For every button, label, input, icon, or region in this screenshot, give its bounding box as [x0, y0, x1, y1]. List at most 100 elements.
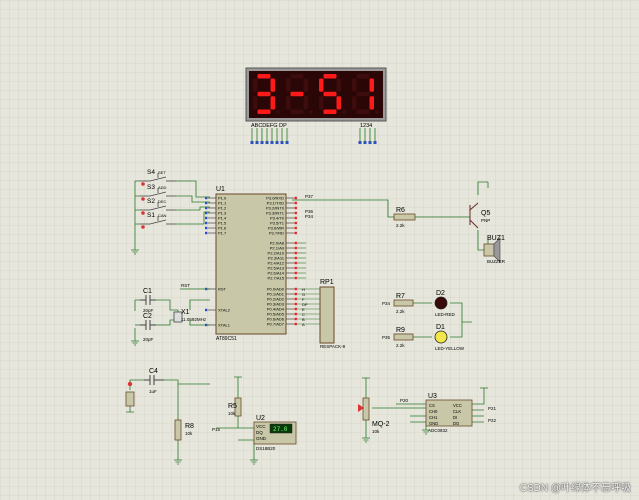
wires — [129, 128, 489, 460]
switch-label: DEC — [158, 199, 167, 204]
u2-reading: 27.0 — [273, 426, 288, 433]
mcu-pin-label: P3.4/T0 — [270, 216, 285, 221]
segment-f — [253, 78, 258, 92]
c1-value: 20pF — [143, 308, 154, 313]
segment-e — [352, 96, 357, 110]
r5-value: 10k — [228, 411, 236, 416]
mcu-pin-dot — [294, 211, 297, 215]
mcu-pin-label: P2.7/A15 — [268, 276, 285, 281]
segment-c — [270, 96, 275, 110]
potentiometer-mq2[interactable]: MQ-2 10k — [358, 397, 390, 434]
segment-d — [257, 109, 271, 114]
adc-u3[interactable]: U3 ADC0832 CS CH0 CH1 GND VCC CLK DI DO — [425, 393, 473, 433]
mcu-pin-dot — [205, 211, 208, 215]
mcu-pin-label: RST — [218, 287, 227, 292]
segment-b — [369, 78, 374, 92]
mcu-pin-label: P0.1/AD1 — [267, 292, 285, 297]
resistor-r8[interactable]: R8 10k — [174, 419, 194, 441]
c1-ref: C1 — [143, 288, 152, 295]
mq-ref: MQ-2 — [372, 421, 390, 428]
led-d2[interactable]: D2 LED-RED — [434, 290, 456, 317]
seven-segment-display[interactable]: ABCDEFG DP 1234 — [245, 67, 387, 144]
segment-dp — [375, 110, 379, 114]
mcu-pin-label: P0.5/AD5 — [267, 312, 285, 317]
resistor-r9[interactable]: P35 R9 2.2k — [382, 327, 414, 348]
mcu-pin-dot — [205, 231, 208, 235]
mcu-pin-label: P3.6/WR — [268, 226, 284, 231]
segment-b — [303, 78, 308, 92]
segment-dp — [342, 110, 346, 114]
digit-labels: 1234 — [360, 123, 372, 129]
reset-switch[interactable] — [125, 381, 135, 407]
segment-e — [286, 96, 291, 110]
mcu-pin-dot — [294, 201, 297, 205]
capacitor-c4[interactable]: C4 1uF — [144, 368, 164, 394]
mcu-pin-dot — [294, 302, 297, 306]
r7-ref: R7 — [396, 293, 405, 300]
c4-ref: C4 — [149, 368, 158, 375]
u2-part: DS18B20 — [256, 446, 276, 451]
u3-pin-vcc: VCC — [453, 403, 462, 408]
mcu-pin-label: P1.3 — [218, 211, 227, 216]
led-d1[interactable]: D1 LED-YELLOW — [434, 324, 465, 351]
transistor-q5[interactable]: Q5 PNP — [469, 202, 490, 229]
crystal-x1[interactable]: X1 11.0592MHz — [173, 309, 207, 323]
segment-c — [369, 96, 374, 110]
display-digit — [352, 74, 379, 114]
r9-net: P35 — [382, 335, 391, 340]
net-label-p37: P37 — [305, 194, 314, 199]
net-label-p20: P20 — [400, 398, 409, 403]
segment-g — [323, 91, 337, 97]
buz-part: BUZZER — [487, 259, 506, 264]
bus-letter: DP — [302, 302, 308, 307]
resistor-r7[interactable]: P34 R7 2.2k — [382, 293, 414, 314]
mcu-pin-label: XTAL1 — [218, 323, 231, 328]
bus-letter: C — [302, 312, 305, 317]
mcu-pin-dot — [294, 287, 297, 291]
segment-f — [352, 78, 357, 92]
capacitor-c2[interactable]: C2 20pF — [140, 313, 156, 342]
u3-pin-cs: CS — [429, 403, 435, 408]
resistor-r5[interactable]: R5 10k — [228, 397, 242, 417]
watermark: CSDN @叶绿体不忘呼吸 — [519, 483, 631, 494]
mcu-u1[interactable]: U1 AT89C51 P1.0P1.1P1.2P1.3P1.4P1.5P1.6P… — [205, 186, 320, 342]
buzzer-buz1[interactable]: BUZ1 BUZZER — [483, 235, 506, 264]
mcu-pin-dot — [294, 292, 297, 296]
mcu-pin-label: P1.6 — [218, 226, 227, 231]
segment-a — [323, 74, 337, 79]
display-digit — [253, 74, 280, 114]
switch-label: CAN — [158, 213, 167, 218]
c4-value: 1uF — [149, 389, 157, 394]
mcu-pin-label: P3.3/INT1 — [266, 211, 285, 216]
mcu-pin-dot — [205, 226, 208, 230]
segment-f — [319, 78, 324, 92]
r9-value: 2.2k — [396, 343, 405, 348]
r7-net: P34 — [382, 301, 391, 306]
mcu-pin-dot — [294, 196, 297, 200]
r6-ref: R6 — [396, 207, 405, 214]
segment-g — [290, 91, 304, 97]
mcu-pin-label: P1.1 — [218, 201, 227, 206]
mcu-pin-dot — [294, 312, 297, 316]
mcu-pin-label: P3.5/T1 — [270, 221, 285, 226]
sensor-u2[interactable]: 27.0 VCC DQ GND U2 DS18B20 — [253, 415, 297, 451]
mcu-pin-dot — [294, 226, 297, 230]
resistor-r6[interactable]: R6 2.2k — [393, 207, 416, 228]
mcu-pin-label: P2.0/A8 — [270, 241, 285, 246]
net-label-p36: P36 — [305, 209, 314, 214]
mcu-pin-dot — [294, 256, 297, 260]
capacitor-c1[interactable]: C1 20pF — [140, 288, 156, 313]
segment-a — [356, 74, 370, 79]
segment-c — [303, 96, 308, 110]
c2-ref: C2 — [143, 313, 152, 320]
mcu-pin-label: P1.2 — [218, 206, 227, 211]
mcu-pin-label: P1.0 — [218, 196, 227, 201]
bus-letter: G — [302, 292, 305, 297]
mcu-pin-dot — [294, 206, 297, 210]
